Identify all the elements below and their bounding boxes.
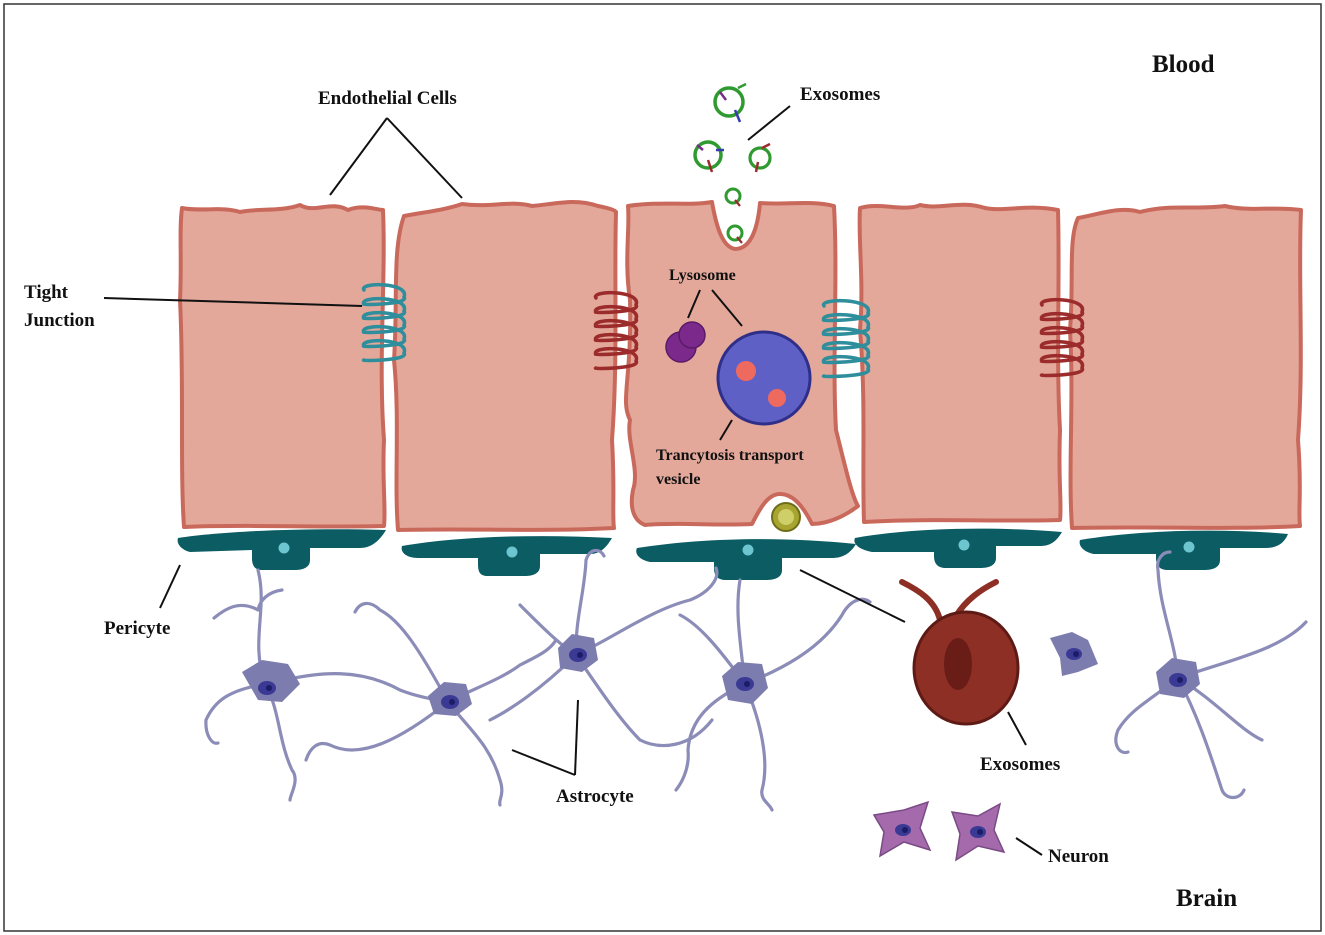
astrocyte	[674, 578, 872, 812]
astrocyte	[488, 548, 719, 747]
astrocyte	[304, 601, 558, 807]
neuron	[872, 800, 932, 858]
endothelial-cell-2	[392, 200, 618, 532]
exosome	[713, 82, 747, 123]
tight-junction-strand	[362, 282, 406, 363]
tight-junction-red-1	[594, 290, 638, 371]
pericyte-label: Pericyte	[104, 618, 170, 639]
astrocyte-small	[1050, 632, 1098, 676]
exosome	[748, 142, 772, 173]
endothelial-cell-1	[178, 203, 387, 529]
vesicle-cargo	[768, 389, 786, 407]
leader-lines	[103, 105, 1043, 856]
tight-junction-label-line2: Junction	[24, 310, 95, 331]
pericyte	[636, 539, 856, 580]
transcytosis-transport-vesicle	[716, 330, 812, 426]
neuron	[950, 802, 1006, 862]
tight-junction-teal-2	[822, 298, 870, 379]
blood-label: Blood	[1152, 51, 1215, 78]
exosomes-top-label: Exosomes	[800, 84, 880, 105]
pericyte	[177, 529, 386, 570]
exosomes-blood	[693, 82, 772, 244]
tight-junction-red-2	[1040, 297, 1084, 378]
endothelial-cell-4	[857, 202, 1063, 524]
astrocyte-label: Astrocyte	[556, 786, 634, 807]
lysosome-label: Lysosome	[669, 267, 736, 284]
neuron-label: Neuron	[1048, 846, 1109, 867]
vesicle-cargo	[736, 361, 756, 381]
exosomes-bottom-label: Exosomes	[980, 754, 1060, 775]
pericyte	[854, 528, 1062, 568]
tight-junction-group	[362, 282, 1084, 379]
astrocyte	[1114, 550, 1308, 800]
neuron-group	[872, 800, 1006, 862]
pericyte-layer	[177, 528, 1288, 580]
lysosome	[665, 321, 706, 363]
exosome	[726, 224, 744, 244]
labels: Blood Brain Endothelial Cells Exosomes T…	[24, 51, 1237, 912]
exosome	[693, 140, 724, 173]
exosome	[724, 187, 742, 207]
tight-junction-teal-1	[362, 282, 406, 363]
transcytosis-label-line1: Trancytosis transport	[656, 447, 804, 464]
exosome-brain	[899, 579, 1020, 726]
tight-junction-strand	[594, 290, 638, 371]
endothelial-cell-layer	[178, 200, 1303, 532]
brain-label: Brain	[1176, 885, 1237, 912]
endothelial-cell-5	[1068, 204, 1303, 530]
pericyte	[401, 536, 612, 576]
transcytosis-label-line2: vesicle	[656, 471, 700, 488]
tight-junction-strand	[822, 298, 870, 379]
astrocyte-network	[204, 548, 1308, 812]
tight-junction-label-line1: Tight	[24, 282, 69, 303]
pericyte	[1079, 530, 1288, 570]
endothelial-cells-label: Endothelial Cells	[318, 88, 457, 109]
tight-junction-strand	[1040, 297, 1084, 378]
secreted-vesicle	[771, 502, 801, 532]
